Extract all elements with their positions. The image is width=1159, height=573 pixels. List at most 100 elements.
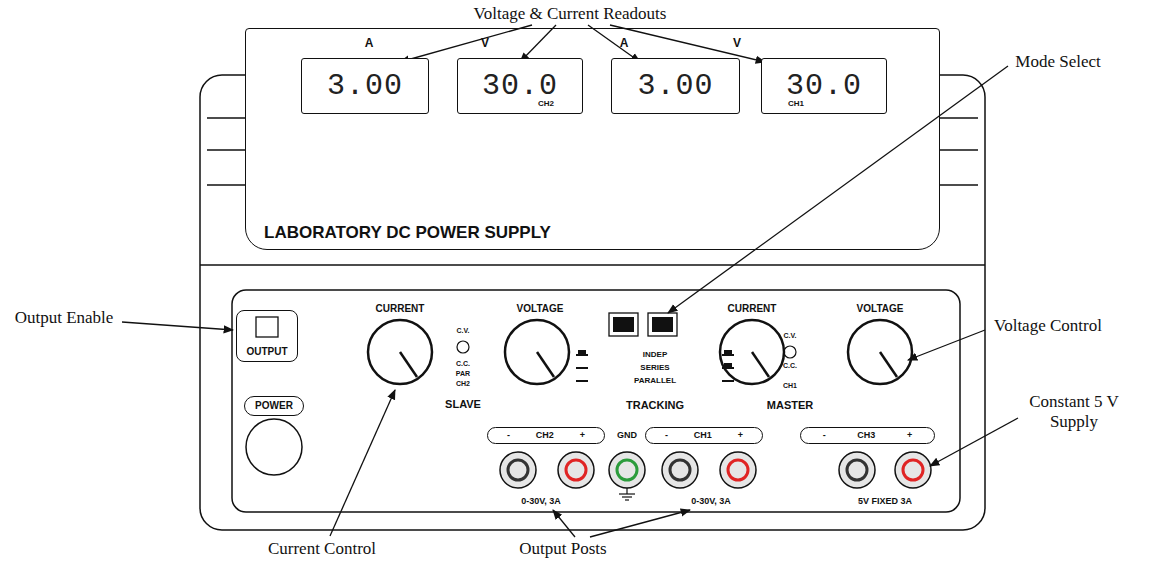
post-black (670, 460, 690, 480)
unit-label: A (620, 37, 629, 51)
terminal-label: CH2 (536, 431, 554, 440)
mode-switch-cap (652, 317, 673, 332)
callout-text: Output Enable (15, 308, 114, 328)
ground-bar (625, 499, 629, 500)
terminal-box: - CH2 + (487, 427, 605, 444)
switch-up-icon (724, 350, 732, 354)
leader-arrow (400, 25, 532, 62)
mode-switch-cap (613, 317, 634, 332)
readout-box: 30.0 (457, 58, 583, 114)
section-label: MASTER (767, 399, 813, 412)
rating-label: 5V FIXED 3A (858, 496, 912, 506)
post (895, 452, 931, 488)
terminal-label: - (823, 431, 826, 440)
section-label: SLAVE (445, 398, 481, 411)
knobs (368, 320, 912, 384)
control-label: VOLTAGE (517, 303, 564, 315)
current-knob (368, 320, 432, 384)
switch-up-icon (576, 354, 588, 356)
knob-pointer (400, 352, 417, 377)
leader-arrow (122, 322, 233, 330)
divider-line (200, 264, 985, 266)
post-red (903, 460, 923, 480)
control-label: VOLTAGE (857, 303, 904, 315)
rating-label: 0-30V, 3A (691, 496, 731, 506)
indicator-label: CH1 (783, 382, 797, 390)
mode-label: PARALLEL (634, 376, 676, 385)
leader-arrows (122, 25, 1018, 537)
switch-up-icon (722, 367, 734, 369)
vent (207, 149, 245, 151)
terminal-label: GND (617, 430, 637, 440)
mode-label: INDEP (643, 350, 667, 359)
callout-text: Current Control (268, 539, 376, 559)
ground-stem (626, 488, 627, 494)
callout-text: Mode Select (1015, 52, 1100, 72)
output-posts (500, 452, 931, 488)
panel-label: OUTPUT (246, 347, 287, 357)
post (609, 452, 645, 488)
post-red (728, 460, 748, 480)
vent (940, 184, 978, 186)
ground-symbol (619, 488, 635, 500)
readout-value: 30.0 (482, 71, 558, 101)
section-label: TRACKING (626, 399, 684, 412)
callout-text: Voltage & Current Readouts (474, 4, 667, 24)
indicator-label: CH2 (456, 380, 470, 388)
vent (207, 184, 245, 186)
channel-label: CH1 (788, 99, 804, 108)
switch-up-icon (722, 354, 734, 356)
terminal-label: + (580, 431, 585, 440)
post-black (508, 460, 528, 480)
terminal-label: + (738, 431, 743, 440)
indicator-label: C.V. (784, 332, 797, 340)
switch-up-icon (578, 350, 586, 354)
unit-label: V (481, 37, 489, 51)
channel-label: CH2 (538, 99, 554, 108)
vent (207, 117, 245, 119)
terminal-box: - CH3 + (800, 427, 935, 444)
panel-label: LABORATORY DC POWER SUPPLY (264, 224, 551, 241)
indicator-label: C.C. (783, 362, 797, 370)
power-button (246, 419, 302, 475)
control-label: CURRENT (728, 303, 777, 315)
rating-label: 0-30V, 3A (521, 496, 561, 506)
callout-text: Voltage Control (994, 316, 1102, 336)
pill-box: POWER (244, 396, 304, 416)
knob-pointer (880, 352, 897, 377)
switch-up-icon (724, 363, 732, 367)
terminal-label: - (507, 431, 510, 440)
post (558, 452, 594, 488)
post (720, 452, 756, 488)
post (839, 452, 875, 488)
terminal-box: -CH1+ (645, 427, 763, 444)
knob-pointer (537, 352, 554, 377)
leader-arrow (610, 25, 765, 62)
indicator-led (784, 346, 796, 358)
unit-label: V (733, 37, 741, 51)
mode-switch (609, 313, 638, 336)
ground-bar (619, 493, 635, 494)
post-black (847, 460, 867, 480)
panel-label: POWER (255, 401, 293, 411)
readout-value: 3.00 (327, 71, 403, 101)
post-red (566, 460, 586, 480)
switch-down-icon (576, 367, 588, 369)
terminal-label: CH3 (857, 431, 875, 440)
control-label: CURRENT (376, 303, 425, 315)
switch-down-icon (722, 380, 734, 382)
post (500, 452, 536, 488)
callout-text: Constant 5 V Supply (1024, 392, 1124, 431)
leader-arrow (330, 390, 395, 536)
readout-box: 30.0 (761, 58, 887, 114)
terminal-label: + (907, 431, 912, 440)
readout-value: 30.0 (786, 71, 862, 101)
indicator-label: PAR (456, 370, 470, 378)
leader-arrow (520, 25, 556, 62)
callout-text: Output Posts (519, 539, 606, 559)
terminal-label: CH1 (694, 431, 712, 440)
output-button (256, 317, 278, 337)
indicator-label: C.V. (457, 327, 470, 335)
voltage-knob (848, 320, 912, 384)
panel-box: LABORATORY DC POWER SUPPLY3.0030.03.0030… (245, 28, 940, 250)
